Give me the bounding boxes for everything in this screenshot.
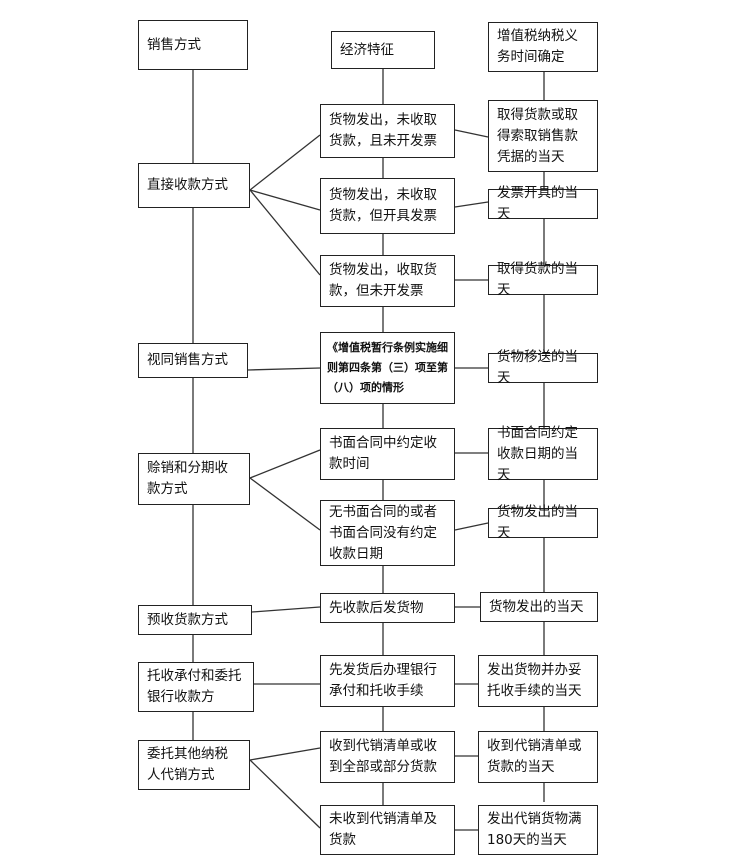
timing-invoice-issued: 发票开具的当天 [488,185,598,222]
method-collection-acceptance: 托收承付和委托银行收款方 [138,662,254,712]
timing-shipped-and-collection: 发出货物并办妥托收手续的当天 [478,655,598,707]
method-advance-receipt: 预收货款方式 [138,605,252,635]
timing-consignment-or-payment: 收到代销清单或货款的当天 [478,731,598,783]
feature-consignment-not-received: 未收到代销清单及货款 [320,805,455,855]
timing-payment-or-voucher: 取得货款或取得索取销售款凭据的当天 [488,100,598,172]
method-deemed-sale: 视同销售方式 [138,343,248,378]
timing-goods-shipped-2: 货物发出的当天 [480,592,598,622]
feature-shipped-unpaid-no-invoice: 货物发出，未收取货款，且未开发票 [320,104,455,158]
feature-no-contract-date: 无书面合同的或者书面合同没有约定收款日期 [320,500,455,566]
feature-shipped-paid-no-invoice: 货物发出，收取货款，但未开发票 [320,255,455,307]
feature-shipped-unpaid-invoiced: 货物发出，未收取货款，但开具发票 [320,178,455,234]
timing-payment-received: 取得货款的当天 [488,261,598,298]
method-direct-receipt: 直接收款方式 [138,163,250,208]
feature-regulation-cases: 《增值税暂行条例实施细则第四条第（三）项至第（八）项的情形 [320,332,455,404]
timing-contract-due-date: 书面合同约定收款日期的当天 [488,425,598,483]
method-credit-installment: 赊销和分期收款方式 [138,453,250,505]
method-consignment: 委托其他纳税人代销方式 [138,740,250,790]
timing-goods-transferred: 货物移送的当天 [488,349,598,386]
header-sales-method: 销售方式 [138,20,248,70]
header-tax-timing: 增值税纳税义务时间确定 [488,22,598,72]
feature-pay-then-ship: 先收款后发货物 [320,593,455,623]
timing-consignment-180-days: 发出代销货物满180天的当天 [478,805,598,855]
timing-goods-shipped-1: 货物发出的当天 [488,504,598,541]
feature-contract-date: 书面合同中约定收款时间 [320,428,455,480]
header-economic-feature: 经济特征 [331,31,435,69]
feature-consignment-received: 收到代销清单或收到全部或部分货款 [320,731,455,783]
feature-ship-then-collect: 先发货后办理银行承付和托收手续 [320,655,455,707]
